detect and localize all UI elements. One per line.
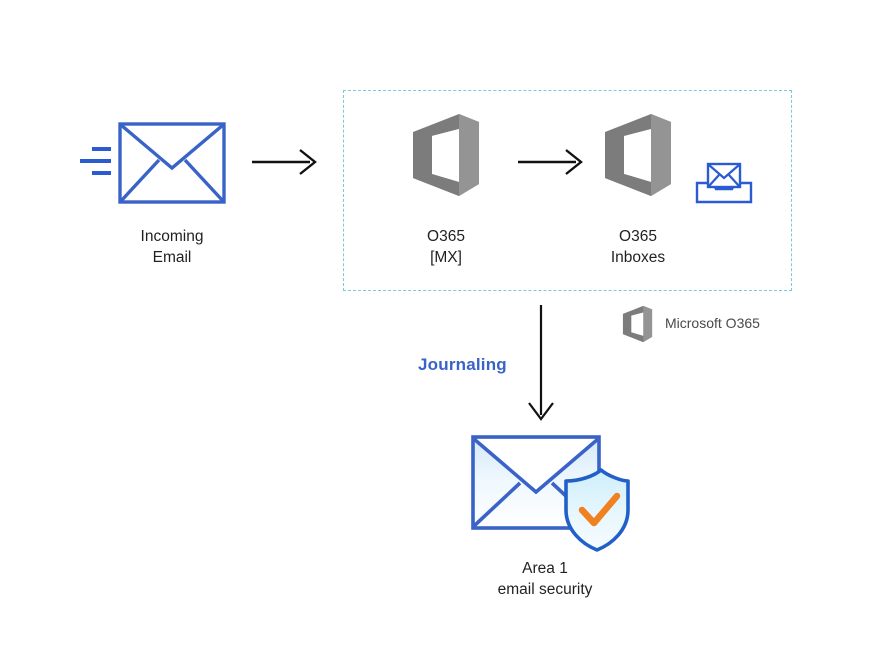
node-label-o365-inboxes: O365 Inboxes <box>610 228 666 266</box>
node-label-incoming-email: Incoming Email <box>140 228 204 266</box>
edge-label-journaling: Journaling <box>418 355 507 374</box>
envelope-shield-icon <box>471 435 630 552</box>
envelope-icon <box>118 122 226 204</box>
edge-inboxes-to-area1-arrow <box>528 305 554 421</box>
edge-incoming-to-mx-arrow <box>252 149 317 175</box>
inbox-tray-icon <box>695 162 753 204</box>
o365-zone <box>343 90 792 291</box>
speed-lines-icon <box>80 147 111 175</box>
node-label-o365-mx: O365 [MX] <box>427 228 465 266</box>
legend-label: Microsoft O365 <box>665 315 760 331</box>
office365-cube-icon <box>413 114 479 196</box>
node-label-area1-email-security: Area 1 email security <box>497 560 593 598</box>
edge-mx-to-inboxes-arrow <box>518 149 583 175</box>
office365-cube-icon <box>605 114 671 196</box>
legend-office365-cube-icon <box>622 305 653 343</box>
